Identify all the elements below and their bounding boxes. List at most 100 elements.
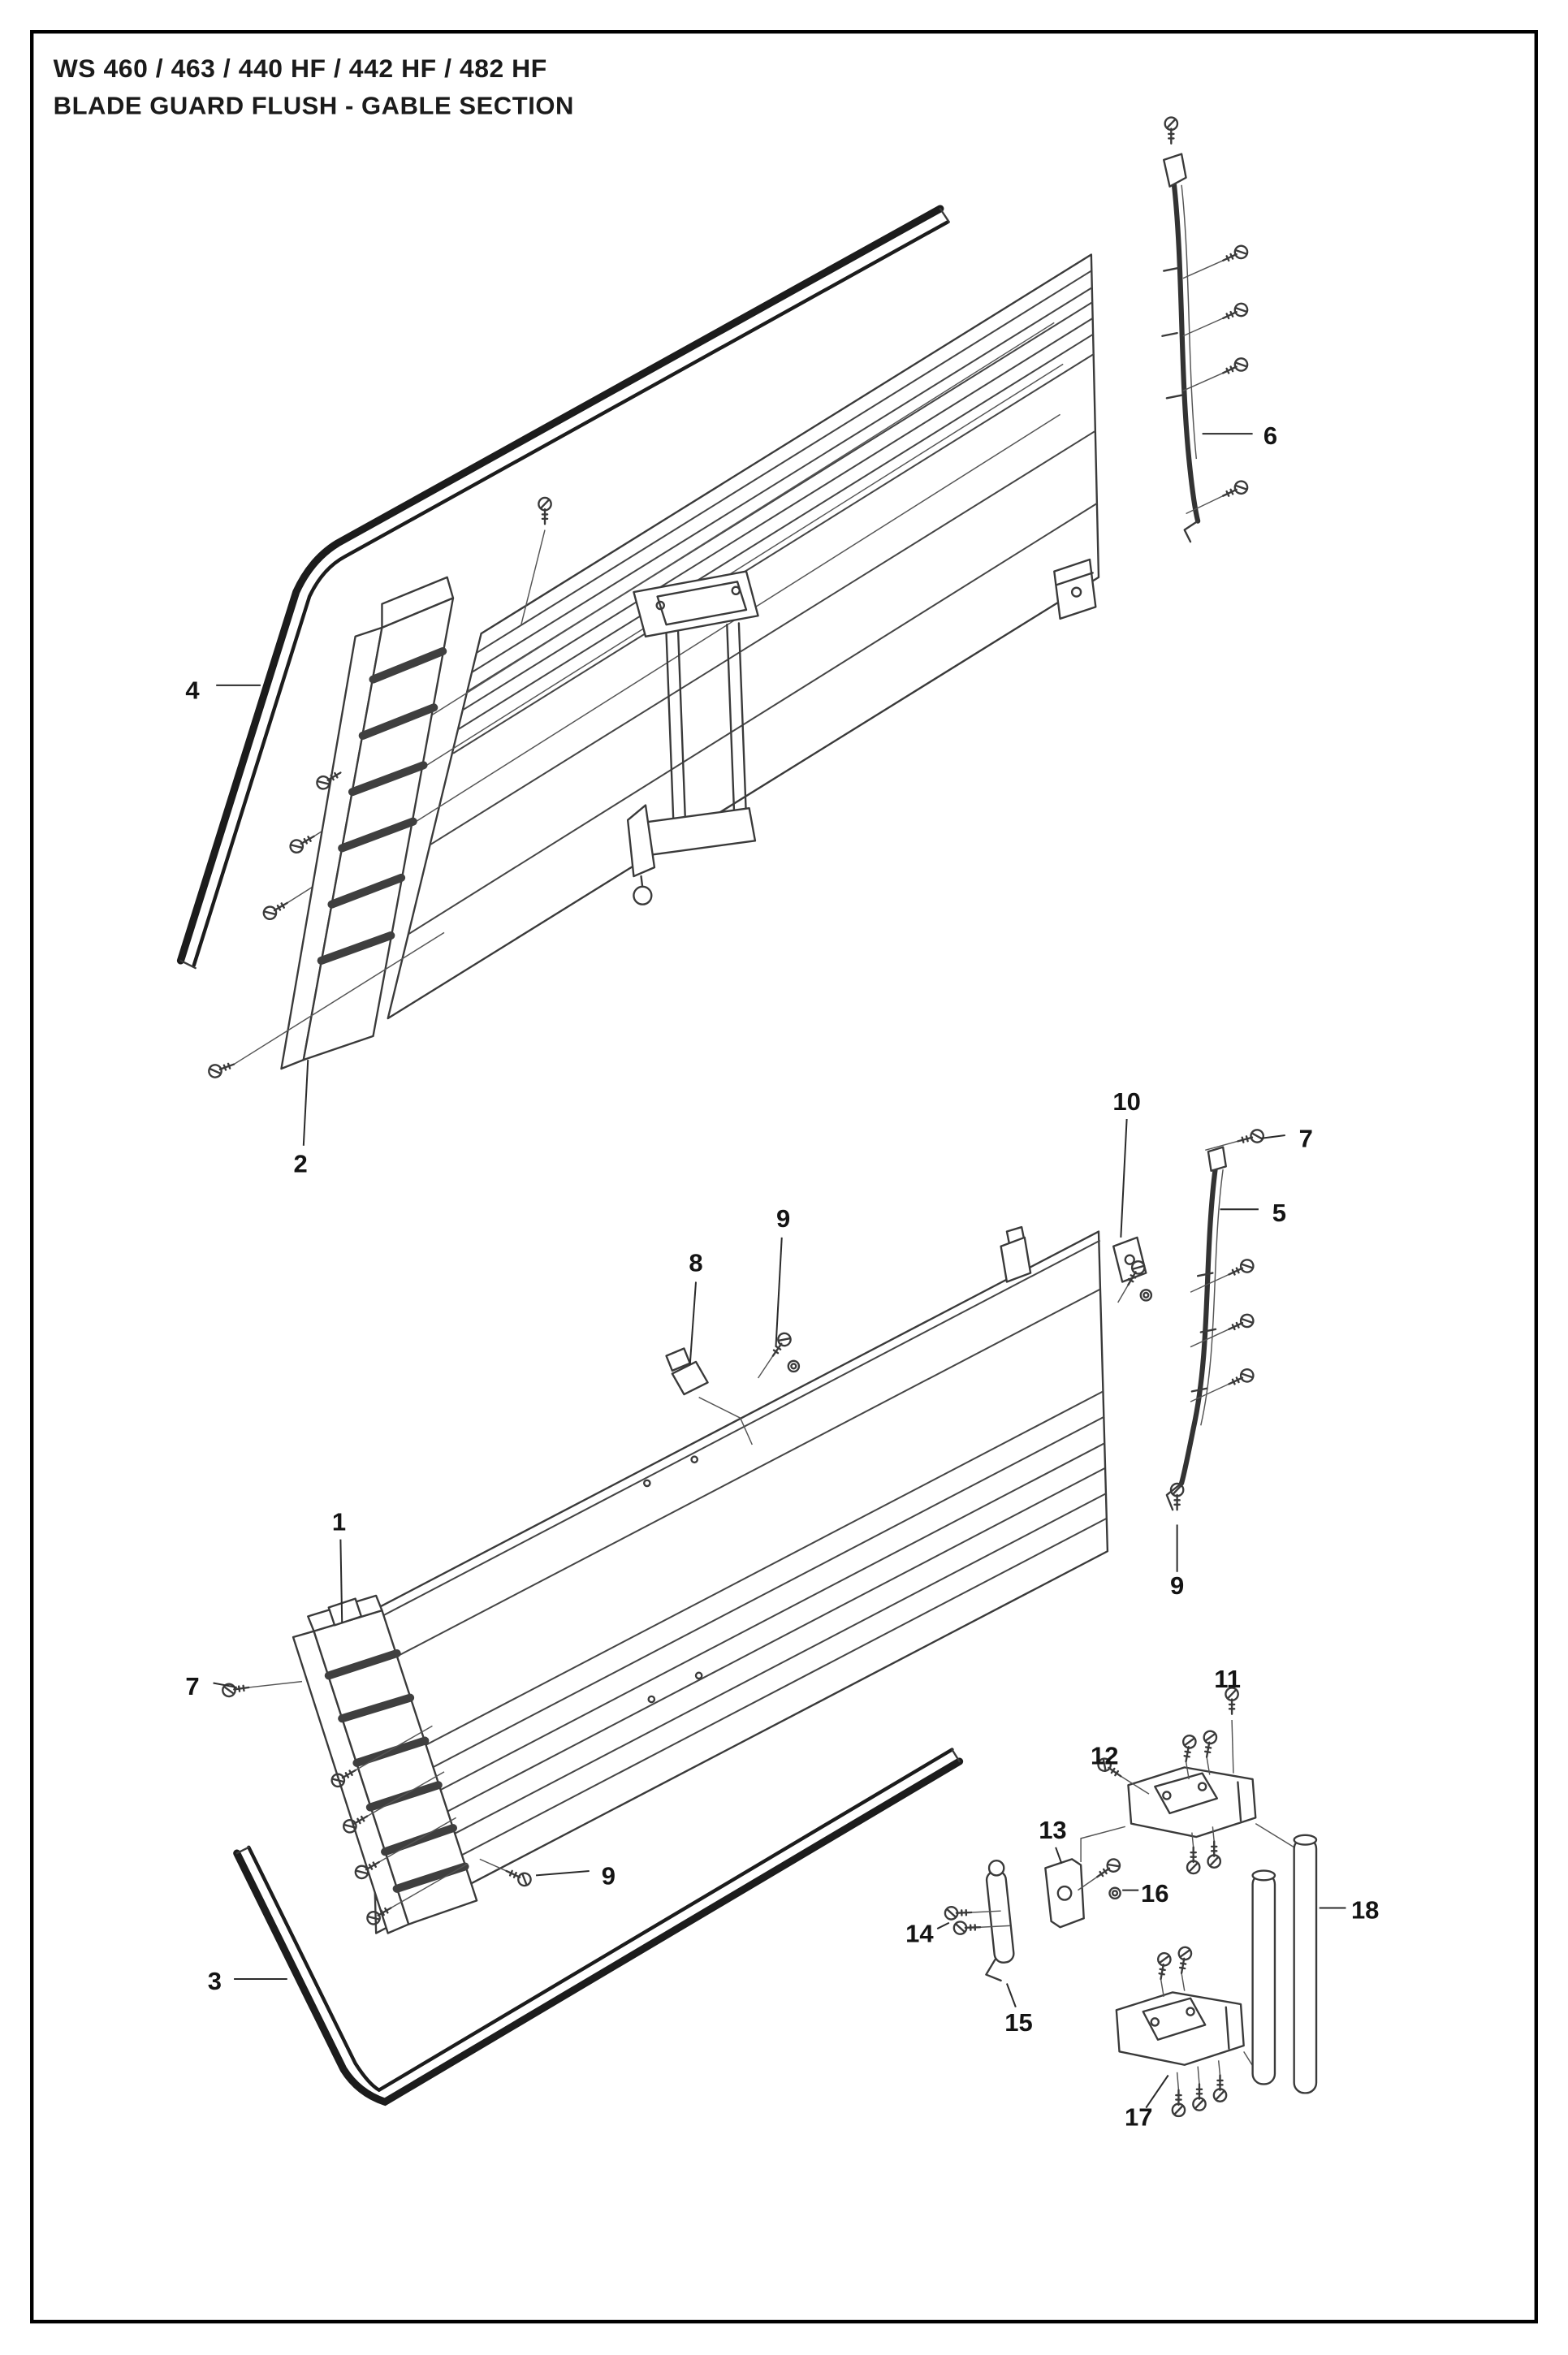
screw-icon — [1207, 1840, 1222, 1869]
callout-label-15: 15 — [1004, 2008, 1032, 2037]
callout-6: 6 — [1202, 421, 1277, 450]
callout-label-5: 5 — [1272, 1199, 1286, 1227]
screw-icon — [221, 1680, 251, 1699]
end-cover-1 — [292, 1594, 478, 1934]
hardware-screws — [944, 1687, 1239, 2118]
screw-icon — [1192, 2083, 1207, 2111]
hinge-plate-12 — [1127, 1766, 1257, 1839]
screw-icon — [1219, 355, 1251, 380]
screw-icon — [287, 830, 318, 856]
section-title: BLADE GUARD FLUSH - GABLE SECTION — [54, 91, 574, 119]
screw-icon — [944, 1905, 973, 1921]
callout-14: 14 — [905, 1919, 950, 1947]
callout-3: 3 — [208, 1967, 287, 1995]
screw-icon — [1219, 243, 1251, 267]
screw-icon — [1092, 1856, 1124, 1883]
callouts: 4 2 6 10 7 5 9 8 — [185, 421, 1379, 2132]
callout-18: 18 — [1319, 1895, 1379, 1924]
callout-15: 15 — [1004, 1983, 1033, 2037]
screw-icon — [1174, 1945, 1194, 1976]
callout-label-13: 13 — [1039, 1816, 1066, 1844]
callout-label-4: 4 — [185, 676, 200, 704]
screw-icon — [1199, 1729, 1219, 1760]
screw-icon — [1171, 2089, 1186, 2118]
screw-icon — [1225, 1311, 1257, 1336]
page-border — [30, 30, 1538, 2324]
callout-4: 4 — [185, 676, 261, 704]
latch-15 — [985, 1860, 1015, 1982]
louver-cover-top — [280, 576, 455, 1070]
callout-17: 17 — [1125, 2074, 1169, 2131]
screw-icon — [1225, 1366, 1257, 1391]
nut-icon — [1108, 1886, 1121, 1900]
callout-7-lower: 7 — [185, 1672, 237, 1700]
bracket-10 — [1112, 1236, 1147, 1283]
screw-icon — [1225, 1256, 1257, 1281]
screw-icon — [1219, 300, 1251, 326]
mount-strip-5 — [1165, 1146, 1227, 1511]
screw-icon — [205, 1057, 237, 1080]
callout-label-11: 11 — [1214, 1665, 1241, 1693]
callout-16: 16 — [1122, 1879, 1169, 1908]
callout-9-c: 9 — [535, 1861, 616, 1890]
screw-icon — [1186, 1846, 1201, 1875]
callout-8: 8 — [689, 1249, 703, 1365]
callout-label-6: 6 — [1263, 421, 1277, 450]
bracket-top-right — [1053, 558, 1097, 620]
callout-12: 12 — [1091, 1742, 1118, 1770]
callout-label-9: 9 — [776, 1204, 790, 1233]
screw-icon — [1164, 116, 1179, 145]
callout-label-7: 7 — [1299, 1125, 1313, 1153]
hinge-plate-17 — [1115, 1991, 1245, 2066]
support-tubes-18 — [1243, 1823, 1318, 2094]
screw-icon — [952, 1920, 982, 1936]
screw-icon — [260, 897, 292, 923]
ribbed-panel-middle — [366, 1230, 1109, 1934]
callout-label-2: 2 — [294, 1150, 308, 1178]
callout-label-10: 10 — [1112, 1087, 1140, 1116]
callout-label-14: 14 — [905, 1919, 934, 1947]
screw-icon — [1219, 477, 1251, 503]
screw-icon — [503, 1864, 534, 1889]
screw-icon — [1212, 2074, 1228, 2102]
latch-assembly — [626, 570, 759, 905]
bracket-8 — [665, 1347, 753, 1445]
bracket-13 — [1044, 1826, 1125, 1929]
middle-guard-assembly — [221, 1127, 1266, 2107]
screw-icon — [1235, 1127, 1266, 1148]
callout-label-8: 8 — [689, 1249, 702, 1277]
screw-icon — [767, 1329, 794, 1361]
callout-label-16: 16 — [1141, 1879, 1168, 1908]
callout-label-3: 3 — [208, 1967, 222, 1995]
callout-label-9: 9 — [602, 1861, 616, 1890]
screw-icon — [1178, 1733, 1198, 1764]
screw-icon — [1153, 1951, 1173, 1981]
callout-label-12: 12 — [1091, 1742, 1118, 1770]
callout-label-17: 17 — [1125, 2102, 1152, 2131]
callout-9-b: 9 — [1170, 1524, 1184, 1600]
callout-label-7: 7 — [185, 1672, 199, 1700]
callout-9-a: 9 — [775, 1204, 790, 1347]
hook-plate-middle — [1000, 1225, 1032, 1283]
nut-icon — [1139, 1289, 1153, 1302]
nut-icon — [787, 1359, 801, 1373]
guard-band-4 — [176, 205, 950, 970]
callout-10: 10 — [1112, 1087, 1141, 1238]
top-assembly-screws — [205, 116, 1251, 1080]
callout-7-upper: 7 — [1261, 1125, 1313, 1153]
top-guard-assembly — [176, 116, 1251, 1080]
doc-header: WS 460 / 463 / 440 HF / 442 HF / 482 HF … — [54, 54, 574, 120]
model-title: WS 460 / 463 / 440 HF / 442 HF / 482 HF — [54, 54, 547, 83]
callout-label-1: 1 — [332, 1508, 346, 1536]
mount-strip-6 — [1161, 153, 1201, 543]
middle-assembly-screws — [221, 1127, 1266, 1928]
screw-icon — [538, 496, 552, 525]
callout-1: 1 — [332, 1508, 346, 1623]
guard-band-3 — [233, 1748, 964, 2107]
callout-label-18: 18 — [1351, 1895, 1379, 1924]
callout-label-9: 9 — [1170, 1571, 1184, 1600]
callout-2: 2 — [294, 1060, 309, 1178]
callout-5: 5 — [1220, 1199, 1286, 1227]
